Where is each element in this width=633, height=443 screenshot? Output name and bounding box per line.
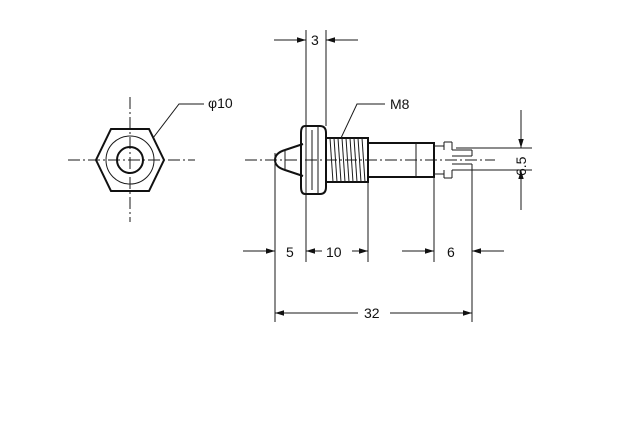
rear-body [367,142,435,178]
thread-leader [340,103,385,139]
dim-total-length: 32 [364,305,380,321]
dim-lens-length: 5 [286,244,294,260]
lens-circle [116,146,144,174]
front-view: φ10 [68,95,233,222]
diameter-label: φ10 [208,95,233,111]
thread-label: M8 [390,96,410,112]
hex-nut-outline [94,128,166,192]
flange-nut [300,125,327,195]
dim-terminal-spacing: 6.5 [513,156,529,176]
diameter-leader [152,103,204,139]
dim-terminal-length: 6 [447,244,455,260]
dim-flange-thickness: 3 [311,32,319,48]
flange-circle [105,135,155,185]
side-view: 3 M8 6.5 5 10 6 32 [243,30,532,322]
dim-thread-length: 10 [326,244,342,260]
